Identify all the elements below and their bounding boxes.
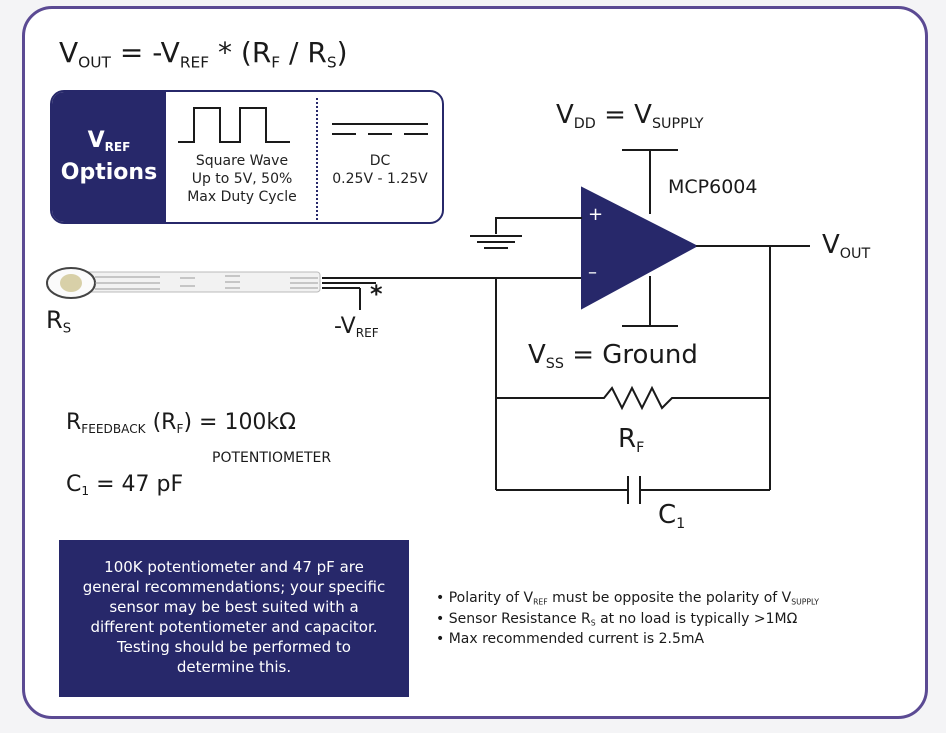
vref-options-box: VREF Options Square Wave Up to 5V, 50% M…	[50, 90, 444, 224]
opamp-minus-label: –	[588, 262, 597, 283]
capacitor-spec: C1 = 47 pF	[66, 472, 184, 499]
square-wave-icon	[178, 107, 290, 143]
feedback-resistor-spec: RFEEDBACK (RF) = 100kΩ	[66, 410, 296, 437]
vss-label: VSS = Ground	[528, 340, 698, 372]
vdd-label: VDD = VSUPPLY	[556, 100, 704, 132]
gain-equation: VOUT = -VREF * (RF / RS)	[59, 36, 348, 72]
vref-options-label: VREF Options	[52, 92, 166, 222]
c1-label: C1	[658, 500, 686, 532]
opamp-part-label: MCP6004	[668, 176, 758, 198]
rf-label: RF	[618, 424, 645, 456]
dc-line-icon	[332, 123, 428, 135]
opamp-symbol	[581, 186, 699, 310]
note-current: • Max recommended current is 2.5mA	[436, 631, 705, 648]
neg-vref-label: -VREF	[334, 314, 379, 341]
note-polarity: • Polarity of VREF must be opposite the …	[436, 590, 819, 607]
vref-waveform-icons	[178, 107, 428, 143]
notes-list: • Polarity of VREF must be opposite the …	[436, 590, 819, 648]
opamp-plus-label: +	[588, 204, 604, 225]
rs-label: RS	[46, 306, 72, 337]
potentiometer-label: POTENTIOMETER	[212, 450, 332, 466]
vout-label: VOUT	[822, 230, 871, 262]
dc-text: DC 0.25V - 1.25V	[332, 153, 428, 187]
asterisk-marker: *	[370, 280, 383, 308]
recommendation-note: 100K potentiometer and 47 pF are general…	[59, 540, 409, 697]
square-wave-text: Square Wave Up to 5V, 50% Max Duty Cycle	[187, 153, 297, 205]
options-divider	[316, 98, 318, 220]
note-resistance: • Sensor Resistance RS at no load is typ…	[436, 610, 798, 628]
sensor-image	[46, 267, 321, 299]
